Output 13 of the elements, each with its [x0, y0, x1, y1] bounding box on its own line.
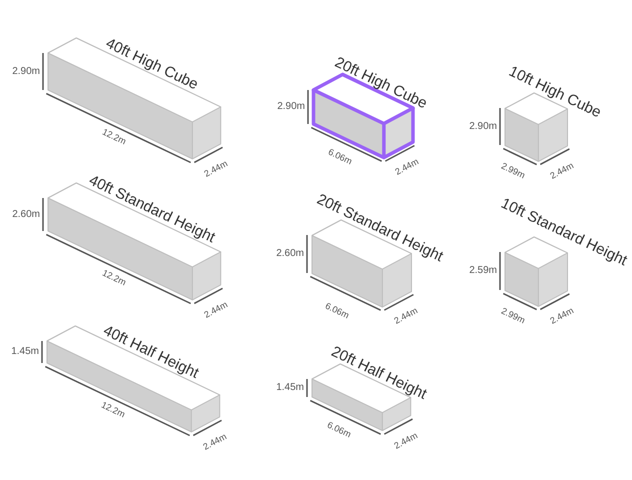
dimension-label: 2.60m: [276, 249, 304, 259]
shipping-container: [46, 324, 221, 433]
dimension-label: 2.90m: [12, 66, 40, 76]
container-title: 10ft High Cube: [506, 64, 604, 121]
shipping-container: [47, 36, 222, 160]
dimension-label: 2.90m: [277, 102, 305, 112]
container-title: 20ft High Cube: [332, 54, 430, 112]
dimension-label: 2.60m: [12, 210, 40, 220]
dimension-label: 1.45m: [11, 347, 39, 357]
dimension-label: 1.45m: [276, 383, 304, 393]
dimension-label: 2.90m: [469, 122, 497, 132]
container-title: 40ft High Cube: [104, 36, 201, 93]
dimension-label: 2.59m: [469, 266, 497, 276]
